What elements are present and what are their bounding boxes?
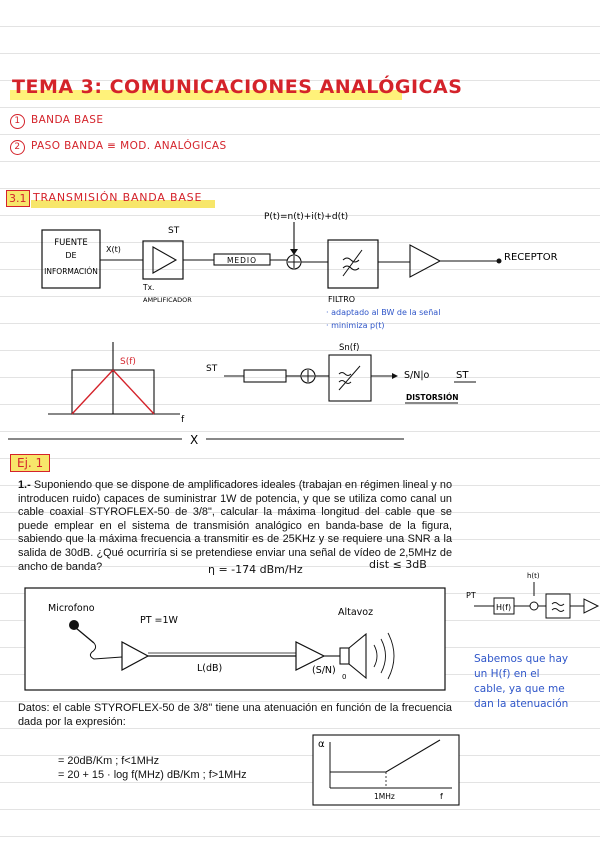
sno-subscript: 0 (342, 673, 346, 681)
list-item-paso-banda: 2 PASO BANDA ≡ MOD. ANALÓGICAS (10, 140, 227, 155)
filter-box-2 (328, 354, 372, 402)
section-title: TRANSMISIÓN BANDA BASE (33, 191, 203, 204)
sno-label: (S/N) (312, 665, 336, 676)
attenuation-graph: α 1MHz f (312, 734, 460, 806)
formula-2: = 20 + 15 · log f(MHz) dB/Km ; f>1MHz (58, 769, 247, 781)
side-note-line: Sabemos que hay (474, 653, 569, 665)
st-out-label: ST (456, 370, 469, 381)
receiver-label: RECEPTOR (504, 252, 558, 263)
block-diagram: FUENTE DE INFORMACIÓN X(t) ST Tx. AMPLIF… (41, 212, 558, 330)
ht-label: h(t) (527, 572, 540, 580)
figure-frame (24, 587, 446, 691)
tx-label: Tx. (142, 283, 154, 292)
receiver-dot (496, 258, 502, 264)
side-note: Sabemos que hay un H(f) en el cable, ya … (474, 652, 600, 712)
rx-amplifier-icon (295, 641, 326, 671)
noise-equation: P(t)=n(t)+i(t)+d(t) (264, 212, 348, 222)
problem-text: Suponiendo que se dispone de amplificado… (18, 479, 453, 573)
system-figure: Microfono PT =1W L(dB) Altavoz (S/N) 0 (24, 587, 446, 691)
side-note-line: un H(f) en el (474, 668, 540, 680)
graph-f-label: f (440, 792, 443, 801)
datos-text: Datos: el cable STYROFLEX-50 de 3/8" tie… (18, 702, 452, 728)
source-label-2: DE (65, 251, 76, 260)
formula-1: = 20dB/Km ; f<1MHz (58, 755, 160, 767)
item-number: 2 (10, 140, 25, 155)
ldb-label: L(dB) (197, 663, 222, 674)
sn-label: Sn(f) (339, 343, 359, 353)
hf-label: H(f) (496, 603, 511, 612)
side-note-line: dan la atenuación (474, 698, 569, 710)
separator-x: X (190, 433, 198, 447)
tx-amplifier-icon (121, 640, 150, 672)
microphone-icon (69, 620, 79, 630)
f-axis-label: f (181, 415, 185, 425)
list-item-banda-base: 1 BANDA BASE (10, 114, 103, 129)
st-label: ST (168, 226, 180, 236)
alpha-label: α (318, 739, 325, 750)
side-diagram: h(t) PT H(f) (466, 572, 600, 619)
st-label-2: ST (206, 364, 218, 374)
source-label-3: INFORMACIÓN (44, 267, 98, 276)
amplifier-label: AMPLIFICADOR (143, 296, 192, 304)
medium-box-2 (243, 369, 287, 383)
filter-note-2: · minimiza p(t) (326, 321, 385, 330)
microphone-label: Microfono (48, 603, 95, 614)
section-number: 3.1 (6, 190, 30, 207)
exercise-label: Ej. 1 (10, 454, 51, 472)
speaker-label: Altavoz (338, 607, 373, 618)
spectrum-label: S(f) (120, 357, 136, 367)
filter-note-1: · adaptado al BW de la señal (326, 308, 440, 317)
graph-frame (312, 734, 460, 806)
spectrum-diagram: S(f) f ST Sn(f) S/N|o ST DISTORSIÓN X (8, 342, 476, 447)
filter-label: FILTRO (328, 295, 355, 304)
eta-note: η = -174 dBm/Hz (208, 563, 303, 576)
item-label: PASO BANDA ≡ MOD. ANALÓGICAS (31, 140, 227, 152)
signal-x-label: X(t) (106, 245, 121, 254)
snr-label: S/N|o (404, 370, 430, 381)
receiver-amp-icon (409, 244, 442, 278)
dist-note: dist ≤ 3dB (369, 558, 427, 571)
side-filter-box (545, 593, 571, 619)
problem-statement: 1.- Suponiendo que se dispone de amplifi… (18, 479, 452, 574)
item-label: BANDA BASE (31, 114, 104, 126)
item-number: 1 (10, 114, 25, 129)
filter-box (327, 239, 379, 289)
medium-label: MEDIO (227, 256, 257, 265)
source-label-1: FUENTE (54, 238, 87, 248)
source-box (41, 229, 101, 289)
page-title: TEMA 3: COMUNICACIONES ANALÓGICAS (12, 76, 463, 98)
amplifier-icon (152, 246, 178, 274)
side-note-line: cable, ya que me (474, 683, 565, 695)
distortion-label: DISTORSIÓN (406, 393, 459, 402)
mhz-label: 1MHz (374, 792, 395, 801)
problem-number: 1.- (18, 479, 31, 491)
side-pt-label: PT (466, 591, 476, 600)
pt-label: PT =1W (140, 615, 179, 626)
